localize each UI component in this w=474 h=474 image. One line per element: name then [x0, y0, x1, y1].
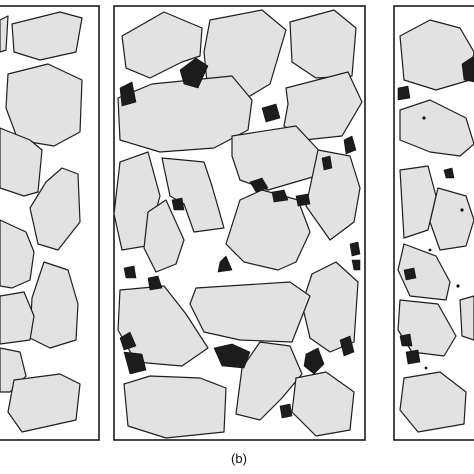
aggregate: [397, 243, 451, 301]
black-particle: [349, 241, 361, 257]
aggregate: [7, 373, 81, 433]
black-particle: [461, 55, 474, 83]
black-dot: [422, 116, 426, 120]
black-particle: [271, 189, 289, 203]
black-particle: [119, 331, 137, 351]
black-dot: [424, 366, 428, 370]
black-particle: [405, 349, 421, 365]
aggregate: [121, 11, 203, 79]
panel-c: [393, 5, 474, 441]
aggregate: [143, 199, 185, 273]
aggregate: [231, 125, 325, 191]
black-particle: [397, 85, 411, 101]
aggregate: [459, 295, 474, 341]
black-particle: [179, 57, 209, 89]
aggregate: [117, 75, 253, 153]
aggregate: [29, 261, 79, 349]
black-particle: [403, 267, 417, 281]
black-particle: [249, 177, 269, 193]
aggregate: [305, 149, 361, 241]
black-dot: [460, 208, 464, 212]
black-particle: [321, 155, 333, 171]
black-particle: [123, 351, 147, 375]
black-particle: [217, 255, 233, 273]
aggregate: [0, 219, 35, 289]
aggregate: [189, 281, 311, 343]
black-particle: [343, 135, 357, 155]
black-particle: [171, 197, 185, 211]
aggregate: [29, 167, 81, 251]
panel-c-aggregates: [397, 19, 474, 433]
panel-c-black-particles: [397, 55, 474, 370]
black-particle: [399, 333, 413, 347]
black-particle: [147, 275, 163, 291]
black-dot: [428, 248, 432, 252]
black-dot: [456, 284, 460, 288]
panel-a: [0, 5, 100, 441]
panel-b: [113, 5, 366, 441]
aggregate: [0, 15, 9, 53]
panel-b-aggregates: [114, 9, 363, 439]
figure-caption: (b): [231, 451, 247, 466]
aggregate: [283, 71, 363, 141]
black-particle: [261, 103, 281, 123]
panel-a-aggregates: [0, 11, 83, 433]
black-particle: [279, 403, 293, 419]
aggregate: [0, 291, 35, 345]
black-particle: [123, 265, 137, 279]
aggregate: [123, 375, 227, 439]
aggregate: [399, 371, 467, 433]
aggregate: [289, 9, 357, 79]
black-particle: [351, 259, 361, 271]
black-particle: [295, 193, 311, 207]
aggregate: [161, 157, 225, 233]
panel-b-black-particles: [119, 57, 361, 419]
aggregate: [429, 187, 474, 251]
black-particle: [119, 81, 137, 107]
black-particle: [443, 167, 455, 179]
black-particle: [303, 347, 325, 375]
black-particle: [339, 335, 355, 357]
black-particle: [213, 343, 251, 369]
aggregate: [5, 63, 83, 147]
aggregate: [11, 11, 83, 61]
aggregate: [397, 299, 457, 357]
aggregate: [117, 285, 209, 367]
aggregate: [235, 341, 303, 421]
aggregate: [399, 99, 474, 157]
aggregate: [0, 127, 43, 197]
aggregate: [291, 371, 355, 437]
